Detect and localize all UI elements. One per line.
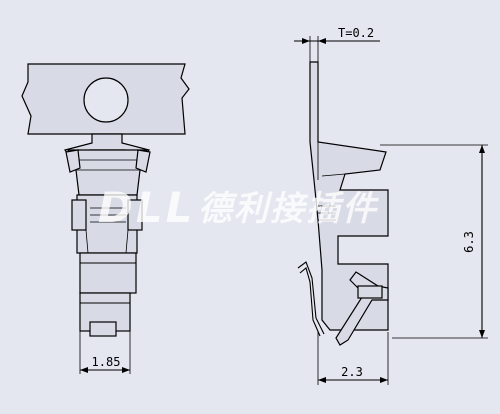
contact-box: [79, 252, 137, 294]
contact-spring: [89, 321, 117, 337]
pilot-hole: [83, 77, 129, 123]
wire-spring: [297, 261, 325, 335]
width-dimension-label: 1.85: [92, 355, 121, 369]
left-wing: [65, 149, 81, 173]
side-bracket-left: [71, 199, 87, 231]
side-bracket-right: [127, 199, 143, 231]
latch-tab: [357, 285, 383, 299]
watermark-latin: DLL: [98, 183, 195, 232]
front-view: 1.85: [21, 63, 190, 374]
thickness-dimension-label: T=0.2: [338, 26, 374, 40]
side-view: T=0.2 6.3 2.3: [294, 26, 488, 385]
depth-dimension-label: 2.3: [341, 365, 363, 379]
right-wing: [135, 149, 151, 173]
side-profile: [309, 61, 389, 331]
watermark: DLL 德利接插件: [98, 183, 380, 232]
watermark-chinese: 德利接插件: [198, 189, 380, 229]
height-dimension-label: 6.3: [462, 231, 476, 253]
